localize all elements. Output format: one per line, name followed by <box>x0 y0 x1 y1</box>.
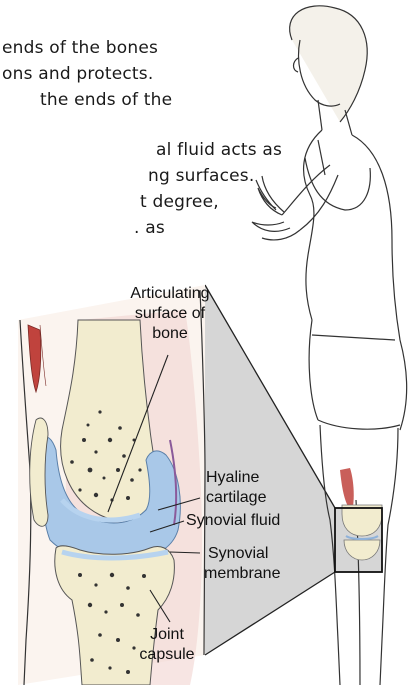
label-synovial-fluid-line-1: Synovial fluid <box>186 511 280 531</box>
label-membrane-line-1: Synovial <box>204 544 280 564</box>
label-articulating-line-1: Articulating <box>110 284 230 304</box>
label-synovial-fluid: Synovial fluid <box>186 511 280 531</box>
label-hyaline-cartilage: Hyaline cartilage <box>206 468 266 508</box>
label-joint-capsule: Joint capsule <box>122 625 212 665</box>
label-hyaline-line-2: cartilage <box>206 488 266 508</box>
label-synovial-membrane: Synovial membrane <box>204 544 280 584</box>
label-hyaline-line-1: Hyaline <box>206 468 266 488</box>
label-membrane-line-2: membrane <box>204 564 280 584</box>
label-capsule-line-2: capsule <box>122 645 212 665</box>
label-capsule-line-1: Joint <box>122 625 212 645</box>
label-articulating-line-2: surface of <box>110 304 230 324</box>
label-articulating-line-3: bone <box>110 324 230 344</box>
label-articulating-surface: Articulating surface of bone <box>110 284 230 344</box>
